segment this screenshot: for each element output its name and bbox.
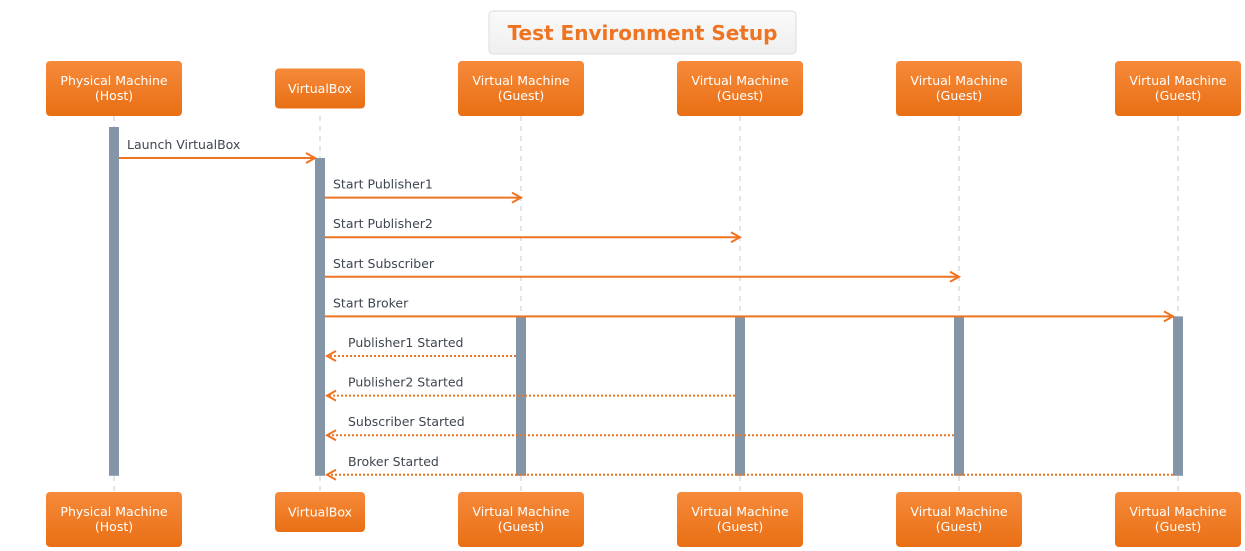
message-7: Publisher2 Started [324,375,735,402]
message-arrow-head [324,350,337,362]
participant-vm3-top: Virtual Machine(Guest) [896,61,1022,116]
participant-role: (Guest) [936,88,982,103]
message-label: Publisher1 Started [348,335,463,350]
title-box [488,10,797,55]
message-label: Start Subscriber [333,256,435,271]
message-9: Broker Started [324,454,1173,481]
participant-box [677,492,803,547]
participant-host-top: Physical Machine(Host) [46,61,182,116]
activation-bars [109,127,1183,476]
message-label: Start Publisher1 [333,177,433,192]
activation-bar-vbox [315,158,325,476]
participant-box [1115,61,1241,116]
participant-box [458,61,584,116]
participant-name: Physical Machine [60,504,167,519]
message-arrow-head [324,389,337,402]
message-label: Start Broker [333,295,409,310]
participant-name: Virtual Machine [910,504,1007,519]
participant-name: VirtualBox [288,505,352,520]
participant-role: (Guest) [717,519,763,534]
participant-role: (Guest) [717,88,763,103]
message-arrow-head [1163,310,1176,323]
message-arrow-head [949,270,962,283]
participant-role: (Host) [95,519,133,534]
participant-box [46,61,182,116]
message-6: Publisher1 Started [324,335,516,362]
participant-vm2-bottom: Virtual Machine(Guest) [677,492,803,547]
participant-role: (Guest) [1155,88,1201,103]
message-5: Start Broker [325,295,1176,323]
participant-box [275,492,365,532]
message-label: Publisher2 Started [348,375,463,390]
participant-name: Virtual Machine [910,73,1007,88]
title-text: Test Environment Setup [508,21,778,45]
message-4: Start Subscriber [325,256,962,283]
participant-role: (Host) [95,88,133,103]
participant-box [46,492,182,547]
participant-box [896,61,1022,116]
message-2: Start Publisher1 [325,177,524,204]
participant-vm1-bottom: Virtual Machine(Guest) [458,492,584,547]
participant-vm4-bottom: Virtual Machine(Guest) [1115,492,1241,547]
message-arrow-head [511,191,524,204]
participants-bottom: Physical Machine(Host) VirtualBox Virtual … [46,492,1241,547]
participant-box [896,492,1022,547]
message-1: Launch VirtualBox [119,137,318,164]
participant-name: Virtual Machine [691,73,788,88]
message-8: Subscriber Started [324,414,954,442]
activation-bar-vm3 [954,316,964,476]
participant-vbox-bottom: VirtualBox [275,492,365,532]
message-arrow-head [324,429,337,442]
participant-vm2-top: Virtual Machine(Guest) [677,61,803,116]
message-arrow-head [324,468,337,481]
participant-role: (Guest) [498,88,544,103]
message-label: Start Publisher2 [333,216,433,231]
message-label: Broker Started [348,454,439,469]
participant-box [1115,492,1241,547]
participant-name: Virtual Machine [1129,73,1226,88]
participant-name: Virtual Machine [1129,504,1226,519]
participant-vbox-top: VirtualBox [275,68,365,109]
participant-name: Virtual Machine [472,504,569,519]
message-arrow-head [305,152,318,164]
participant-role: (Guest) [498,519,544,534]
message-label: Subscriber Started [348,414,465,429]
participant-box [275,68,365,109]
message-label: Launch VirtualBox [127,137,240,152]
participant-vm3-bottom: Virtual Machine(Guest) [896,492,1022,547]
activation-bar-vm4 [1173,316,1183,476]
participant-name: Virtual Machine [472,73,569,88]
participant-box [458,492,584,547]
participants-top: Physical Machine(Host) VirtualBox Virtual … [46,61,1241,116]
activation-bar-host [109,127,119,476]
participant-name: VirtualBox [288,81,352,96]
participant-name: Physical Machine [60,73,167,88]
participant-name: Virtual Machine [691,504,788,519]
message-3: Start Publisher2 [325,216,743,244]
message-arrow-head [730,231,743,244]
participant-host-bottom: Physical Machine(Host) [46,492,182,547]
participant-vm4-top: Virtual Machine(Guest) [1115,61,1241,116]
diagram-title: Test Environment Setup [488,10,797,55]
participant-box [677,61,803,116]
participant-vm1-top: Virtual Machine(Guest) [458,61,584,116]
participant-role: (Guest) [1155,519,1201,534]
activation-bar-vm2 [735,316,745,476]
participant-role: (Guest) [936,519,982,534]
